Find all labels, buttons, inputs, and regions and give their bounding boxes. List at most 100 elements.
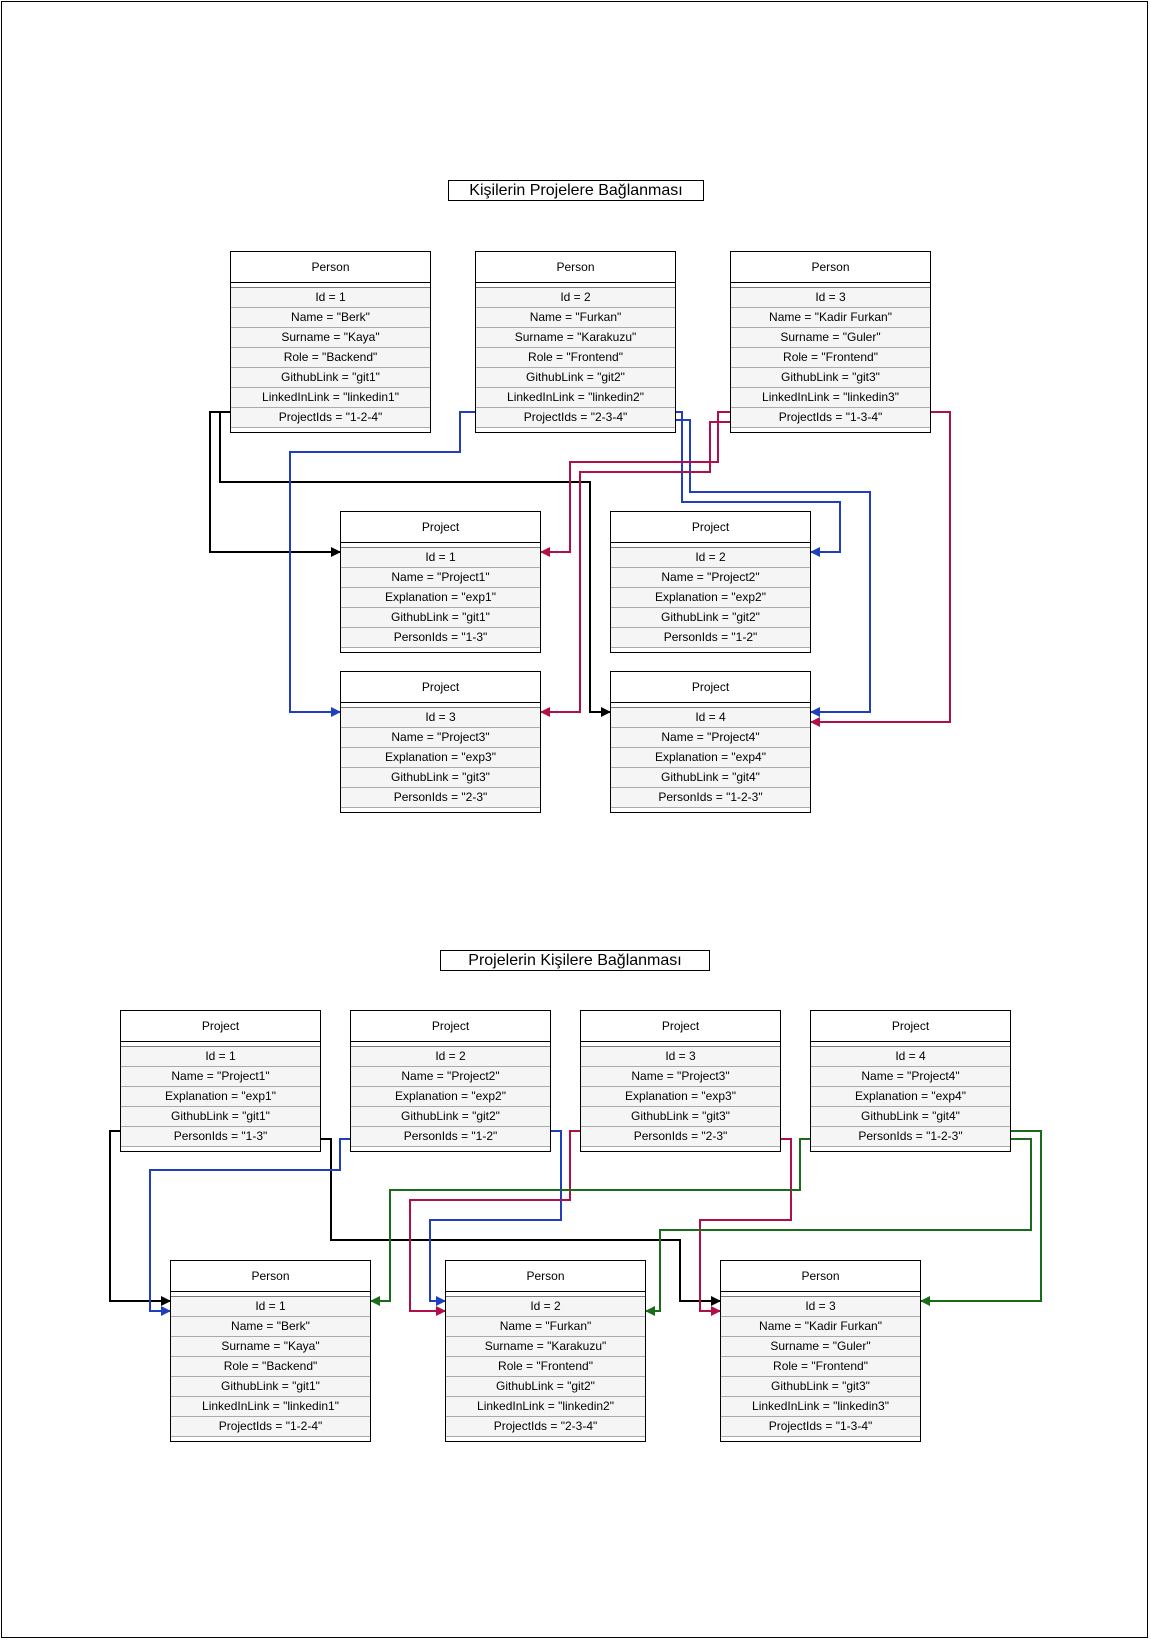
entity-field: Name = "Project3": [341, 728, 540, 748]
entity-field: Surname = "Kaya": [171, 1337, 370, 1357]
relation-arrow-blue: [676, 411, 841, 557]
entity-field: LinkedInLink = "linkedin2": [446, 1397, 645, 1417]
entity-field: GithubLink = "git2": [351, 1107, 550, 1127]
entity-header: Person: [731, 252, 930, 283]
entity-field: Explanation = "exp1": [121, 1087, 320, 1107]
entity-field: Id = 1: [171, 1297, 370, 1317]
relation-arrow-black: [321, 1138, 721, 1306]
entity-field: Explanation = "exp4": [811, 1087, 1010, 1107]
entity-field: ProjectIds = "1-2-4": [231, 408, 430, 428]
relation-arrow-black: [219, 411, 611, 717]
entity-field: Surname = "Kaya": [231, 328, 430, 348]
entity-footer: [811, 1147, 1010, 1151]
entity-divider: [446, 1292, 645, 1297]
entity-footer: [341, 808, 540, 812]
entity-field: GithubLink = "git2": [446, 1377, 645, 1397]
entity-field: PersonIds = "1-3": [121, 1127, 320, 1147]
entity-divider: [351, 1042, 550, 1047]
entity-footer: [731, 428, 930, 432]
entity-field: Explanation = "exp3": [581, 1087, 780, 1107]
entity-field: PersonIds = "2-3": [581, 1127, 780, 1147]
entity-field: Id = 3: [721, 1297, 920, 1317]
entity-header: Project: [611, 672, 810, 703]
entity-field: Explanation = "exp4": [611, 748, 810, 768]
entity-field: Id = 2: [611, 548, 810, 568]
entity-footer: [121, 1147, 320, 1151]
entity-footer: [341, 648, 540, 652]
entity-header: Project: [341, 512, 540, 543]
entity-field: PersonIds = "1-2": [351, 1127, 550, 1147]
entity-divider: [611, 543, 810, 548]
relation-arrow-crimson: [409, 1130, 580, 1316]
entity-field: Name = "Kadir Furkan": [731, 308, 930, 328]
entity-divider: [811, 1042, 1010, 1047]
entity-field: Role = "Frontend": [476, 348, 675, 368]
entity-field: Role = "Backend": [171, 1357, 370, 1377]
entity-divider: [341, 703, 540, 708]
entity-field: GithubLink = "git3": [581, 1107, 780, 1127]
diagram-title-bottom: Projelerin Kişilere Bağlanması: [440, 950, 710, 971]
entity-field: Id = 2: [476, 288, 675, 308]
entity-field: Surname = "Karakuzu": [476, 328, 675, 348]
entity-divider: [721, 1292, 920, 1297]
entity-field: Role = "Frontend": [446, 1357, 645, 1377]
entity-field: Name = "Project4": [611, 728, 810, 748]
entity-field: Id = 2: [351, 1047, 550, 1067]
entity-field: LinkedInLink = "linkedin1": [231, 388, 430, 408]
entity-field: Name = "Project2": [351, 1067, 550, 1087]
entity-footer: [721, 1437, 920, 1441]
entity-header: Project: [351, 1011, 550, 1042]
entity-field: GithubLink = "git1": [341, 608, 540, 628]
entity-field: Explanation = "exp3": [341, 748, 540, 768]
entity-footer: [581, 1147, 780, 1151]
entity-field: Name = "Project2": [611, 568, 810, 588]
entity-field: GithubLink = "git3": [341, 768, 540, 788]
entity-field: Name = "Berk": [231, 308, 430, 328]
entity-divider: [581, 1042, 780, 1047]
entity-field: GithubLink = "git3": [731, 368, 930, 388]
entity-field: LinkedInLink = "linkedin2": [476, 388, 675, 408]
entity-field: Role = "Frontend": [731, 348, 930, 368]
entity-header: Project: [341, 672, 540, 703]
entity-field: Name = "Project3": [581, 1067, 780, 1087]
entity-header: Project: [611, 512, 810, 543]
entity-field: LinkedInLink = "linkedin3": [721, 1397, 920, 1417]
entity-divider: [731, 283, 930, 288]
entity-field: PersonIds = "1-2": [611, 628, 810, 648]
entity-field: Name = "Project1": [121, 1067, 320, 1087]
entity-field: Id = 1: [231, 288, 430, 308]
entity-field: Surname = "Guler": [731, 328, 930, 348]
entity-field: ProjectIds = "1-3-4": [731, 408, 930, 428]
entity-footer: [611, 648, 810, 652]
relation-arrow-green: [370, 1138, 810, 1306]
relation-arrow-blue: [429, 1130, 562, 1306]
entity-footer: [476, 428, 675, 432]
entity-divider: [476, 283, 675, 288]
entity-header: Person: [231, 252, 430, 283]
entity-field: Id = 4: [611, 708, 810, 728]
entity-field: LinkedInLink = "linkedin3": [731, 388, 930, 408]
entity-field: Explanation = "exp2": [611, 588, 810, 608]
entity-header: Person: [721, 1261, 920, 1292]
entity-header: Person: [171, 1261, 370, 1292]
entity-field: Id = 2: [446, 1297, 645, 1317]
entity-header: Project: [581, 1011, 780, 1042]
entity-field: Surname = "Guler": [721, 1337, 920, 1357]
entity-field: Explanation = "exp1": [341, 588, 540, 608]
entity-field: Name = "Project4": [811, 1067, 1010, 1087]
entity-field: Id = 3: [731, 288, 930, 308]
entity-footer: [231, 428, 430, 432]
entity-field: Role = "Frontend": [721, 1357, 920, 1377]
